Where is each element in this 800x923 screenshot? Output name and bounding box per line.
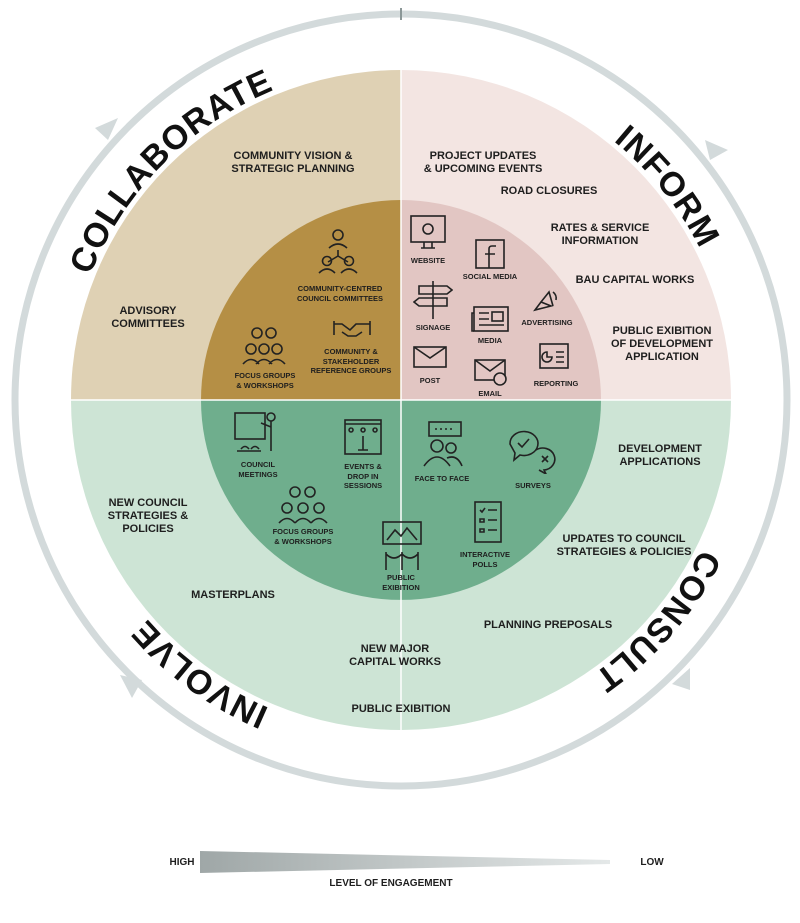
label-road-closures: ROAD CLOSURES bbox=[500, 185, 598, 197]
ring-arrow-icon bbox=[95, 118, 118, 140]
ring-arrow-icon bbox=[672, 668, 690, 690]
poll-checklist-icon bbox=[473, 500, 503, 544]
website-icon bbox=[409, 214, 447, 252]
label-interactive-polls: INTERACTIVE POLLS bbox=[459, 550, 511, 569]
label-community-stakeholder-groups: COMMUNITY & STAKEHOLDER REFERENCE GROUPS bbox=[310, 347, 392, 375]
exhibition-icon bbox=[378, 520, 426, 572]
label-community-centred-committees: COMMUNITY-CENTRED COUNCIL COMMITTEES bbox=[296, 284, 384, 303]
scale-title: LEVEL OF ENGAGEMENT bbox=[329, 878, 453, 889]
scale-low-label: LOW bbox=[640, 857, 664, 868]
label-signage: SIGNAGE bbox=[415, 323, 451, 332]
newspaper-icon bbox=[470, 305, 510, 333]
label-surveys: SURVEYS bbox=[515, 481, 551, 490]
email-icon bbox=[473, 358, 509, 386]
facebook-icon bbox=[474, 238, 506, 270]
label-community-vision: COMMUNITY VISION & STRATEGIC PLANNING bbox=[231, 150, 355, 175]
quadrant-inform-inner bbox=[401, 200, 601, 400]
label-updates-council-strategies: UPDATES TO COUNCIL STRATEGIES & POLICIES bbox=[556, 533, 692, 558]
label-events-drop-in: EVENTS & DROP IN SESSIONS bbox=[343, 462, 383, 490]
label-public-exibition-outer: PUBLIC EXIBITION bbox=[351, 703, 451, 715]
label-website: WEBSITE bbox=[410, 256, 446, 265]
label-focus-groups-involve: FOCUS GROUPS & WORKSHOPS bbox=[272, 527, 334, 546]
group-people-icon bbox=[242, 326, 286, 366]
label-bau-capital-works: BAU CAPITAL WORKS bbox=[575, 274, 695, 286]
label-project-updates: PROJECT UPDATES & UPCOMING EVENTS bbox=[423, 150, 543, 175]
label-development-applications: DEVELOPMENT APPLICATIONS bbox=[618, 443, 702, 468]
signage-icon bbox=[413, 280, 453, 320]
label-post: POST bbox=[419, 376, 441, 385]
quadrant-collaborate-inner bbox=[201, 200, 401, 400]
ring-arrow-icon bbox=[705, 140, 728, 160]
stage-microphone-icon bbox=[343, 418, 383, 456]
handshake-icon bbox=[332, 318, 372, 338]
org-chart-people-icon bbox=[318, 228, 358, 274]
label-social-media: SOCIAL MEDIA bbox=[462, 272, 518, 281]
label-council-meetings: COUNCIL MEETINGS bbox=[238, 460, 278, 479]
label-face-to-face: FACE TO FACE bbox=[414, 474, 470, 483]
label-masterplans: MASTERPLANS bbox=[191, 589, 275, 601]
label-new-council-strategies: NEW COUNCIL STRATEGIES & POLICIES bbox=[107, 497, 189, 535]
megaphone-icon bbox=[531, 288, 559, 316]
ring-arrow-icon bbox=[120, 675, 142, 698]
label-new-major-capital-works: NEW MAJOR CAPITAL WORKS bbox=[349, 643, 441, 668]
face-to-face-icon bbox=[421, 420, 465, 468]
engagement-scale-wedge bbox=[200, 851, 610, 873]
label-planning-preposals: PLANNING PREPOSALS bbox=[483, 619, 613, 631]
reporting-icon bbox=[538, 342, 572, 372]
label-public-exibition-da: PUBLIC EXIBITION OF DEVELOPMENT APPLICAT… bbox=[610, 325, 714, 363]
envelope-icon bbox=[412, 345, 448, 369]
scale-high-label: HIGH bbox=[169, 857, 195, 868]
label-public-exibition-inner: PUBLIC EXIBITION bbox=[382, 573, 420, 592]
label-email: EMAIL bbox=[478, 389, 502, 398]
label-media: MEDIA bbox=[477, 336, 503, 345]
label-rates-service: RATES & SERVICE INFORMATION bbox=[550, 222, 650, 247]
label-reporting: REPORTING bbox=[533, 379, 579, 388]
survey-speech-bubbles-icon bbox=[506, 430, 560, 474]
label-focus-groups-collaborate: FOCUS GROUPS & WORKSHOPS bbox=[234, 371, 296, 390]
presentation-icon bbox=[233, 411, 279, 455]
group-people-icon bbox=[277, 485, 329, 525]
label-advisory-committees: ADVISORY COMMITTEES bbox=[111, 305, 185, 330]
label-advertising: ADVERTISING bbox=[521, 318, 573, 327]
